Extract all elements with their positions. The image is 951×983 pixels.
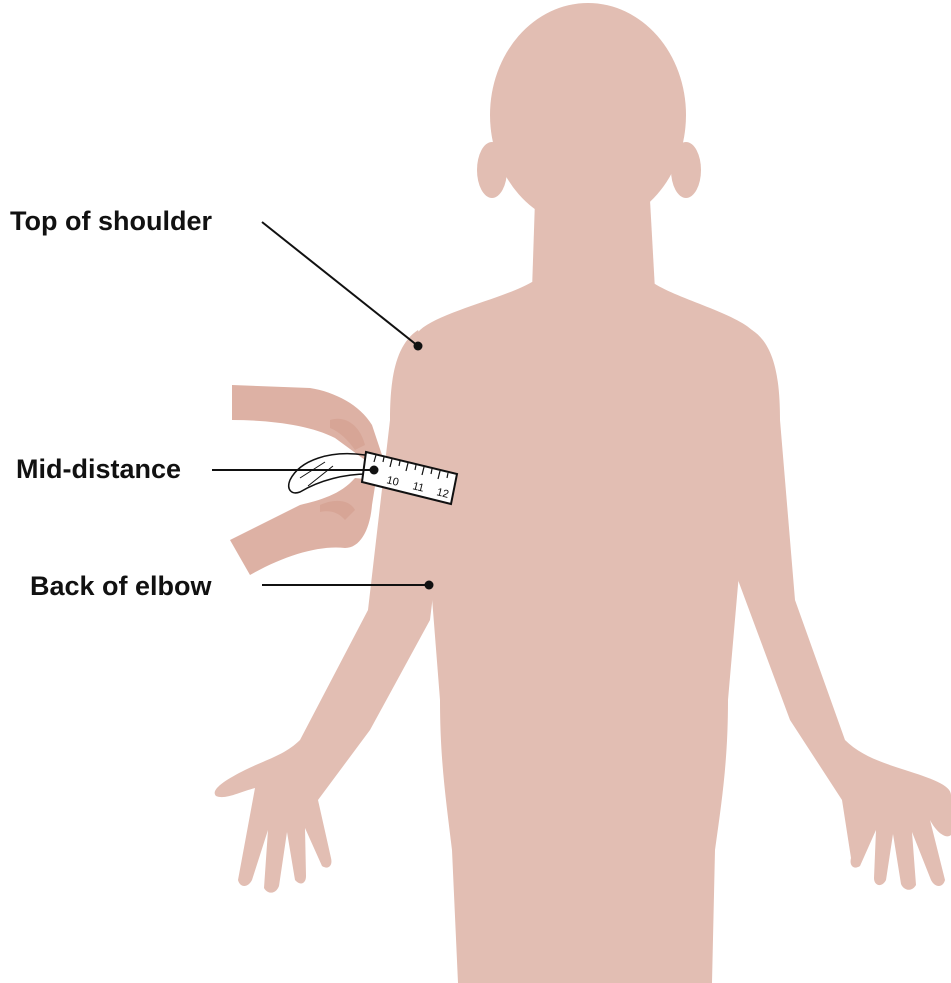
lower-hand bbox=[230, 478, 376, 575]
upper-hand bbox=[232, 385, 382, 460]
back-of-elbow-dot bbox=[425, 581, 434, 590]
mid-distance-label: Mid-distance bbox=[16, 456, 181, 483]
child-right-arm bbox=[722, 330, 951, 890]
mid-distance-dot bbox=[370, 466, 379, 475]
top-of-shoulder-leader bbox=[262, 222, 418, 346]
left-ear bbox=[477, 142, 507, 198]
child-head bbox=[490, 3, 686, 227]
child-neck bbox=[532, 200, 655, 290]
right-ear bbox=[671, 142, 701, 198]
child-silhouette bbox=[215, 3, 951, 983]
top-of-shoulder-dot bbox=[414, 342, 423, 351]
child-torso bbox=[405, 282, 766, 983]
tape-loop-inner bbox=[300, 462, 333, 486]
helper-hands bbox=[230, 385, 382, 575]
back-of-elbow-label: Back of elbow bbox=[30, 573, 212, 600]
top-of-shoulder-label: Top of shoulder bbox=[10, 208, 212, 235]
